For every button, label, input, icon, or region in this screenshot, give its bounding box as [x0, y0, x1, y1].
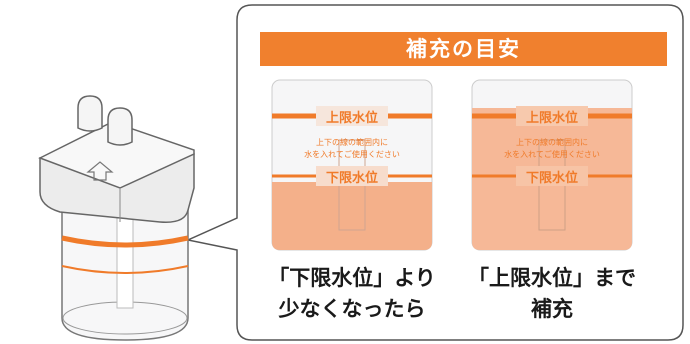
- caption-left-line1: 「下限水位」より: [268, 266, 436, 290]
- prong-left: [77, 95, 103, 132]
- caption-right-line1: 「上限水位」まで: [468, 266, 636, 290]
- upper-band: [61, 235, 189, 248]
- note-line-1: 上下の線の範囲内に: [516, 137, 588, 147]
- caption-right: 「上限水位」まで 補充: [457, 263, 647, 325]
- lower-level-label: 下限水位: [526, 170, 578, 186]
- upper-level-label: 上限水位: [326, 110, 378, 126]
- banner-title: 補充の目安: [260, 32, 667, 66]
- caption-left: 「下限水位」より 少なくなったら: [257, 263, 447, 325]
- lower-level-label: 下限水位: [326, 170, 378, 186]
- lower-band: [61, 265, 189, 274]
- glass-high-level: [471, 79, 633, 251]
- note-line-1: 上下の線の範囲内に: [316, 137, 388, 147]
- arrow-mark-icon: [86, 161, 114, 181]
- prong-right: [107, 107, 133, 146]
- upper-level-label: 上限水位: [526, 110, 578, 126]
- caption-left-line2: 少なくなったら: [278, 297, 426, 321]
- note-line-2: 水を入れてご使用ください: [504, 149, 600, 159]
- glass-low-level: [271, 79, 433, 251]
- caption-right-line2: 補充: [531, 297, 573, 321]
- water-fill: [272, 182, 432, 250]
- humidifier-device: [38, 95, 195, 341]
- note-line-2: 水を入れてご使用ください: [304, 149, 400, 159]
